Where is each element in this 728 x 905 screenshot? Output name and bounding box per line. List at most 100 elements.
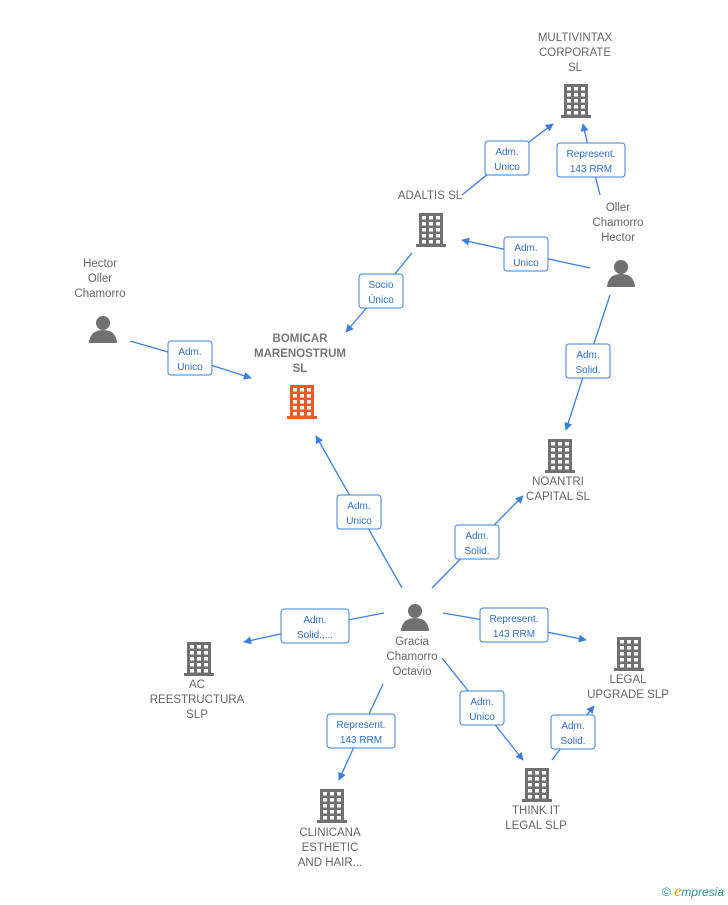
edge-label-box [358, 273, 404, 309]
edge-label-text: Represent. [490, 614, 539, 625]
edge-label-text: Unico [177, 362, 203, 373]
building-icon [416, 213, 446, 247]
edge-label-text: Solid. [560, 736, 585, 747]
node-clinicana[interactable]: CLINICANA ESTHETIC AND HAIR... [298, 789, 363, 869]
node-noantri[interactable]: NOANTRI CAPITAL SL [526, 439, 591, 503]
node-label: AND HAIR... [298, 857, 363, 869]
copyright-icon: © [662, 885, 671, 899]
edge-label-box [459, 690, 505, 726]
edge-label-text: Único [368, 293, 394, 306]
node-label: REESTRUCTURA [150, 694, 245, 706]
edge-label-text: Adm. [347, 501, 370, 512]
brand-name: mpresia [681, 885, 724, 899]
node-label: UPGRADE SLP [587, 689, 669, 701]
edge-label-box [454, 524, 500, 560]
node-label: NOANTRI [532, 476, 584, 488]
node-label: ADALTIS SL [398, 190, 463, 202]
edge-label-box [167, 340, 213, 376]
node-label: Hector [83, 258, 117, 270]
node-label: AC [189, 679, 205, 691]
edge-label-text: Adm. [561, 721, 584, 732]
building-icon [561, 84, 591, 118]
brand-footer: © empresia [662, 883, 724, 901]
node-label: CLINICANA [299, 827, 361, 839]
brand-initial: e [674, 883, 682, 900]
node-label: Chamorro [74, 288, 125, 300]
building-icon [545, 439, 575, 473]
building-icon [317, 789, 347, 823]
node-label: Chamorro [386, 651, 437, 663]
edge-label[interactable]: Adm. Unico [167, 340, 213, 376]
node-adaltis[interactable]: ADALTIS SL [398, 190, 463, 247]
building-icon [287, 385, 317, 419]
node-label: Chamorro [592, 217, 643, 229]
person-icon [607, 260, 635, 287]
edge-label[interactable]: Adm. Solid. [565, 343, 611, 379]
node-label: LEGAL [609, 674, 647, 686]
edge-label[interactable]: Adm. Unico [503, 236, 549, 272]
node-label: BOMICAR [273, 333, 329, 345]
edge-label-text: 143 RRM [340, 735, 382, 746]
edge-label[interactable]: Adm. Unico [459, 690, 505, 726]
edge-label-box [550, 714, 596, 750]
edge-label[interactable]: Adm. Solid. [454, 524, 500, 560]
edge-label[interactable]: Adm. Solid. [550, 714, 596, 750]
edge-label-box [556, 142, 626, 178]
edge-label-text: Unico [513, 258, 539, 269]
edge-label-box [336, 494, 382, 530]
edge-label-text: Unico [494, 162, 520, 173]
edge-label-box [565, 343, 611, 379]
edge-label-text: Solid. [464, 546, 489, 557]
edge-label-text: Solid.,... [297, 630, 333, 641]
edge-label-text: Adm. [576, 350, 599, 361]
edge-label-text: Unico [469, 712, 495, 723]
edge-label[interactable]: Adm. Unico [336, 494, 382, 530]
node-label: SLP [186, 709, 208, 721]
edge-label-text: Solid. [575, 365, 600, 376]
node-label: CAPITAL SL [526, 491, 591, 503]
node-label: MARENOSTRUM [254, 348, 346, 360]
node-acre[interactable]: AC REESTRUCTURA SLP [150, 642, 245, 721]
person-icon [89, 316, 117, 343]
building-icon [522, 768, 552, 802]
edge-label-text: Unico [346, 516, 372, 527]
edge-label-box [503, 236, 549, 272]
edge-label[interactable]: Represent. 143 RRM [479, 607, 549, 643]
edge-label[interactable]: Represent.143 RRM [556, 142, 626, 178]
edge-label-text: Adm. [470, 697, 493, 708]
edge-label-text: Adm. [514, 243, 537, 254]
edge-label-text: Adm. [178, 347, 201, 358]
edge-label-box [479, 607, 549, 643]
edge-label-box [326, 713, 396, 749]
node-label: ESTHETIC [302, 842, 359, 854]
node-label: CORPORATE [539, 47, 611, 59]
person-icon [401, 604, 429, 631]
building-icon [184, 642, 214, 676]
node-label: MULTIVINTAX [538, 32, 613, 44]
node-label: Octavio [393, 666, 432, 678]
edge-label[interactable]: Adm. Unico [484, 140, 530, 176]
node-label: THINK IT [512, 805, 560, 817]
edge-label-text: Adm. [303, 615, 326, 626]
node-legalup[interactable]: LEGAL UPGRADE SLP [587, 637, 669, 701]
edge-label-text: Adm. [495, 147, 518, 158]
edge-label-text: 143 RRM [493, 629, 535, 640]
edge-label[interactable]: Adm. Solid.,... [280, 608, 350, 644]
edge-label-box [280, 608, 350, 644]
node-label: Gracia [395, 636, 429, 648]
edge-label-text: Adm. [465, 531, 488, 542]
edge-label[interactable]: Represent.143 RRM [326, 713, 396, 749]
edge-label-box [484, 140, 530, 176]
edge-label-text: 143 RRM [570, 164, 612, 175]
building-icon [614, 637, 644, 671]
